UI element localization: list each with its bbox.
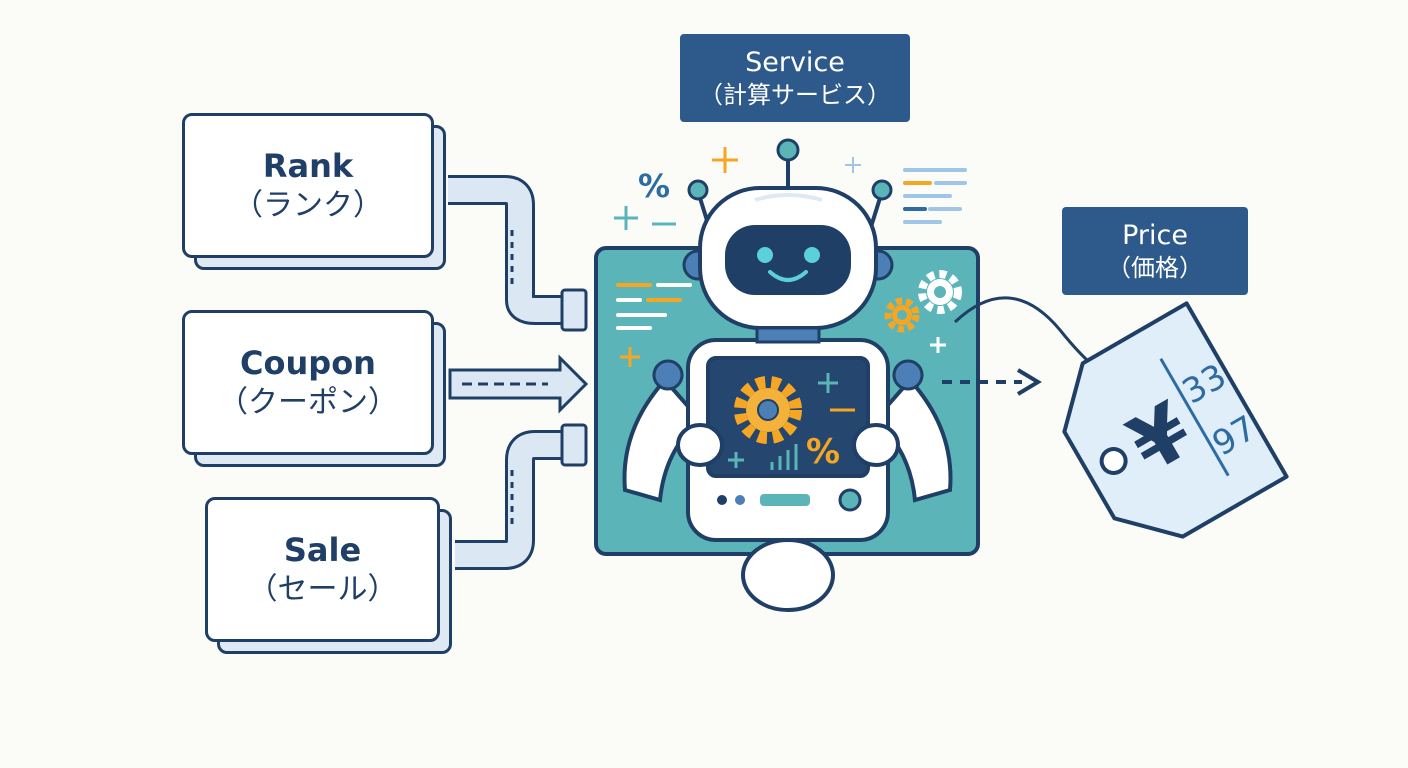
arrow-to-price — [942, 368, 1042, 396]
price-label-en: Price — [1122, 220, 1188, 251]
robot-icon: % — [622, 138, 953, 612]
plus-icon — [712, 147, 738, 173]
gear-icon — [884, 297, 920, 333]
code-lines-icon — [903, 168, 967, 224]
input-label-en: Sale — [283, 530, 362, 569]
price-label: Price （価格） — [1062, 207, 1248, 295]
input-label-en: Coupon — [240, 343, 376, 382]
screen-gear-icon — [734, 376, 802, 444]
pipe-sale — [455, 423, 588, 570]
plus-icon — [614, 206, 638, 230]
gear-icon — [918, 270, 962, 314]
input-label-en: Rank — [262, 146, 354, 185]
service-label-ja: （計算サービス） — [699, 81, 891, 109]
input-card-sale: Sale （セール） — [205, 497, 452, 654]
service-label: Service （計算サービス） — [680, 34, 910, 122]
service-label-en: Service — [745, 47, 845, 78]
price-label-ja: （価格） — [1107, 254, 1203, 282]
plus-icon — [930, 337, 946, 353]
plus-icon — [620, 347, 640, 367]
plus-icon — [845, 157, 861, 173]
input-card-coupon: Coupon （クーポン） — [182, 310, 446, 467]
plus-icon — [818, 373, 838, 393]
board-code-lines — [616, 283, 692, 330]
input-label-ja: （クーポン） — [218, 384, 398, 420]
input-label-ja: （ランク） — [233, 187, 383, 223]
plus-icon — [728, 452, 744, 468]
price-tag-icon: ¥ 33 97 — [1062, 301, 1289, 539]
pipe-rank — [448, 175, 588, 332]
bar-graph-icon — [770, 444, 798, 470]
arrow-coupon — [448, 354, 589, 414]
percent-icon: % — [638, 167, 670, 205]
input-card-rank: Rank （ランク） — [182, 113, 446, 270]
tag-string — [953, 296, 1099, 372]
screen-percent-symbol: % — [806, 432, 840, 472]
input-label-ja: （セール） — [247, 571, 398, 607]
